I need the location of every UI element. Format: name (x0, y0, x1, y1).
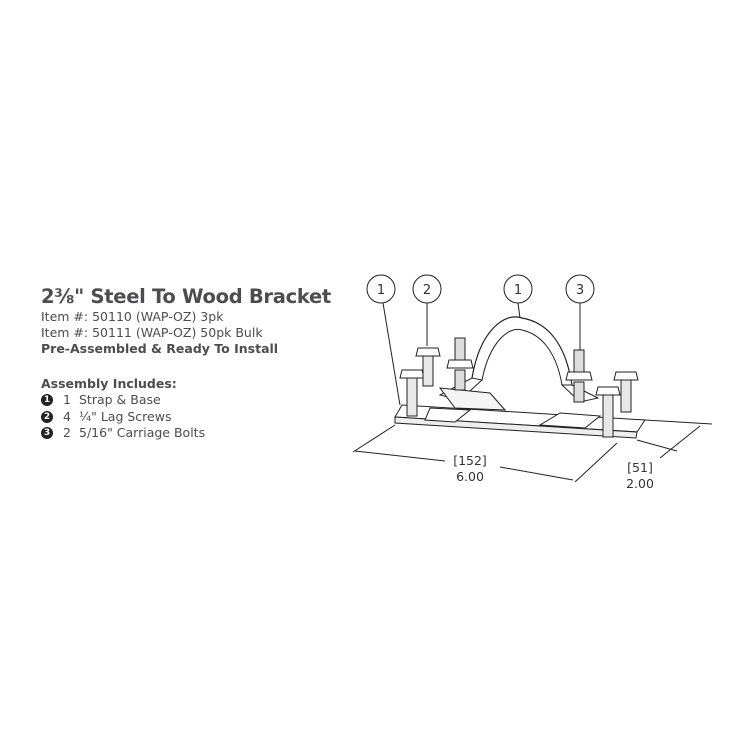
number-badge-icon: 3 (41, 427, 53, 440)
lag-screw (595, 386, 621, 438)
callout-1-strap: 1 (503, 274, 533, 319)
svg-text:[51]: [51] (627, 460, 653, 475)
assembly-item: 2 4 ¼" Lag Screws (41, 409, 331, 426)
callout-2: 2 (412, 274, 442, 346)
item-label: Strap & Base (79, 392, 161, 407)
length-dimension: [152] 6.00 (352, 424, 618, 484)
tagline: Pre-Assembled & Ready To Install (41, 341, 279, 356)
assembly-item: 1 1 Strap & Base (41, 392, 331, 409)
item-qty: 1 (63, 392, 71, 407)
width-dimension: [51] 2.00 (626, 419, 713, 491)
svg-text:1: 1 (514, 283, 522, 298)
item-label: ¼" Lag Screws (79, 408, 172, 424)
svg-text:1: 1 (377, 283, 385, 298)
lag-screw (415, 347, 441, 387)
item-qty: 4 (63, 408, 71, 424)
svg-text:2: 2 (423, 283, 431, 298)
number-badge-icon: 2 (41, 410, 53, 423)
svg-text:6.00: 6.00 (456, 469, 484, 484)
item-label: 5/16" Carriage Bolts (79, 425, 206, 440)
callout-1: 1 (366, 274, 401, 406)
number-badge-icon: 1 (41, 394, 53, 407)
carriage-bolt (565, 349, 593, 403)
assembly-item: 3 2 5/16" Carriage Bolts (41, 425, 331, 442)
item-number-1: Item #: 50110 (WAP-OZ) 3pk (41, 309, 224, 324)
svg-text:2.00: 2.00 (626, 476, 654, 491)
assembly-heading: Assembly Includes: (41, 376, 177, 391)
product-info: 2⅜" Steel To Wood Bracket Item #: 50110 … (41, 285, 331, 442)
carriage-bolt (446, 337, 474, 391)
svg-text:3: 3 (576, 283, 584, 298)
svg-text:[152]: [152] (453, 453, 487, 468)
product-title: 2⅜" Steel To Wood Bracket (41, 285, 331, 308)
item-number-2: Item #: 50111 (WAP-OZ) 50pk Bulk (41, 325, 263, 340)
item-qty: 2 (63, 425, 71, 440)
callout-3: 3 (565, 274, 595, 350)
lag-screw (613, 371, 639, 413)
